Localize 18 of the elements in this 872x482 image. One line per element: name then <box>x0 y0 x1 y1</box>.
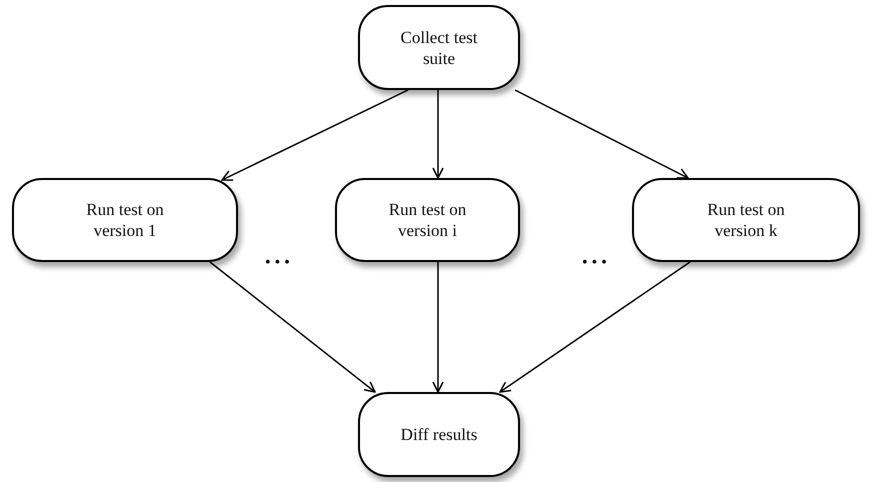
ellipsis: • • • <box>582 254 607 272</box>
arrow <box>221 89 408 181</box>
node-label: Diff results <box>400 424 478 445</box>
node-label: Collect test suite <box>400 26 478 68</box>
terminal-box <box>335 178 520 262</box>
node-label: Run test on version k <box>706 199 786 241</box>
terminal-box <box>632 178 860 262</box>
terminal-box <box>358 392 520 477</box>
ellipsis: • • • <box>265 254 290 272</box>
arrow <box>210 261 376 393</box>
node-label: Run test on version 1 <box>85 199 165 241</box>
arrow <box>432 90 444 179</box>
arrow <box>514 89 689 179</box>
arrow <box>499 261 690 393</box>
terminal-box <box>358 5 520 90</box>
arrow <box>432 262 444 393</box>
node-label: Run test on version i <box>388 199 468 241</box>
terminal-box <box>12 178 238 262</box>
